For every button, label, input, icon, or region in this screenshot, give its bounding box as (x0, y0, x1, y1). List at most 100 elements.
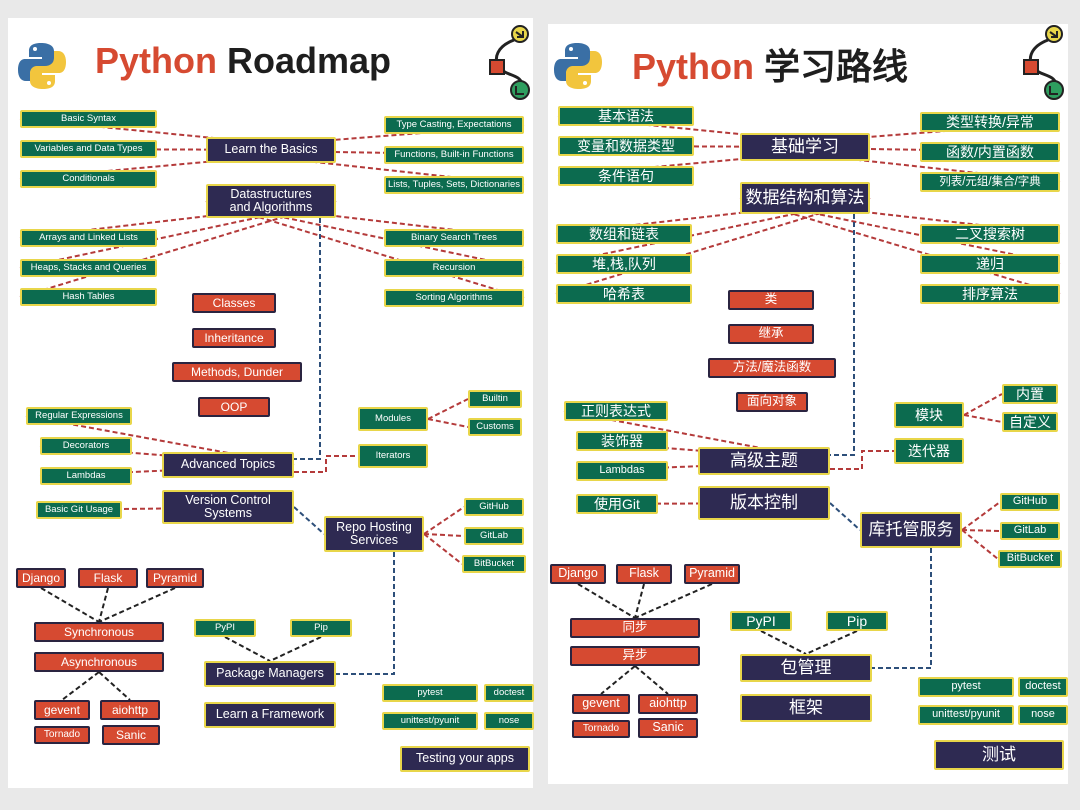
right-node-django: Django (550, 564, 606, 584)
left-node-lists: Lists, Tuples, Sets, Dictionaries (384, 176, 524, 194)
right-node-pyramid: Pyramid (684, 564, 740, 584)
title-rest: 学习路线 (764, 46, 909, 87)
right-node-hash: 哈希表 (556, 284, 692, 304)
left-node-framework: Learn a Framework (204, 702, 336, 728)
left-node-github: GitHub (464, 498, 524, 516)
left-node-basics: Learn the Basics (206, 137, 336, 163)
left-node-regex: Regular Expressions (26, 407, 132, 425)
left-node-sorting: Sorting Algorithms (384, 289, 524, 307)
right-node-heaps: 堆,栈,队列 (556, 254, 692, 274)
left-node-vcs: Version Control Systems (162, 490, 294, 524)
right-node-sync: 同步 (570, 618, 700, 638)
left-node-nose: nose (484, 712, 534, 730)
left-node-testing: Testing your apps (400, 746, 530, 772)
left-node-pyramid: Pyramid (146, 568, 204, 588)
left-node-pkg: Package Managers (204, 661, 336, 687)
right-node-pip: Pip (826, 611, 888, 631)
title-python: Python (95, 40, 217, 81)
right-node-basics: 基础学习 (740, 133, 870, 161)
left-node-gitlab: GitLab (464, 527, 524, 545)
right-node-variables: 变量和数据类型 (558, 136, 694, 156)
right-node-aiohttp: aiohttp (638, 694, 698, 714)
right-node-gevent: gevent (572, 694, 630, 714)
left-node-methods: Methods, Dunder (172, 362, 302, 382)
right-node-github: GitHub (1000, 493, 1060, 511)
right-node-doctest: doctest (1018, 677, 1068, 697)
right-node-pkg: 包管理 (740, 654, 872, 682)
left-node-sanic: Sanic (102, 725, 160, 745)
python-logo-icon (552, 40, 604, 97)
left-node-tornado: Tornado (34, 726, 90, 744)
left-node-aiohttp: aiohttp (100, 700, 160, 720)
right-node-decorators: 装饰器 (576, 431, 668, 451)
left-node-bst: Binary Search Trees (384, 229, 524, 247)
left-node-pypi: PyPI (194, 619, 256, 637)
left-node-customs: Customs (468, 418, 522, 436)
left-node-advanced: Advanced Topics (162, 452, 294, 478)
right-node-vcs: 版本控制 (698, 486, 830, 520)
left-node-pytest: pytest (382, 684, 478, 702)
left-node-repo: Repo Hosting Services (324, 516, 424, 552)
right-node-methods: 方法/魔法函数 (708, 358, 836, 378)
left-node-builtin: Builtin (468, 390, 522, 408)
left-node-conditionals: Conditionals (20, 170, 157, 188)
right-node-tornado: Tornado (572, 720, 630, 738)
right-node-lists: 列表/元组/集合/字典 (920, 172, 1060, 192)
right-node-nose: nose (1018, 705, 1068, 725)
roadmap-path-icon (1022, 24, 1066, 109)
right-node-testing: 测试 (934, 740, 1064, 770)
left-node-oop: OOP (198, 397, 270, 417)
title-rest: Roadmap (227, 40, 392, 81)
right-node-customs: 自定义 (1002, 412, 1058, 432)
right-node-functions: 函数/内置函数 (920, 142, 1060, 162)
right-node-arrays: 数组和链表 (556, 224, 692, 244)
left-page-title: Python Roadmap (95, 40, 391, 82)
right-node-flask: Flask (616, 564, 672, 584)
right-node-sanic: Sanic (638, 718, 698, 738)
right-node-bitbucket: BitBucket (998, 550, 1062, 568)
right-node-repo: 库托管服务 (860, 512, 962, 548)
right-node-bst: 二叉搜索树 (920, 224, 1060, 244)
right-node-pytest: pytest (918, 677, 1014, 697)
right-node-dsa: 数据结构和算法 (740, 182, 870, 214)
left-node-django: Django (16, 568, 66, 588)
right-node-basic-syntax: 基本语法 (558, 106, 694, 126)
left-node-recursion: Recursion (384, 259, 524, 277)
left-node-sync: Synchronous (34, 622, 164, 642)
title-python: Python (632, 46, 754, 87)
left-node-decorators: Decorators (40, 437, 132, 455)
roadmap-path-icon (488, 24, 532, 109)
left-node-classes: Classes (192, 293, 276, 313)
right-node-pypi: PyPI (730, 611, 792, 631)
left-node-functions: Functions, Built-in Functions (384, 146, 524, 164)
right-node-modules: 模块 (894, 402, 964, 428)
left-node-async: Asynchronous (34, 652, 164, 672)
left-node-bitbucket: BitBucket (462, 555, 526, 573)
left-node-modules: Modules (358, 407, 428, 431)
left-node-basic-syntax: Basic Syntax (20, 110, 157, 128)
left-node-heaps: Heaps, Stacks and Queries (20, 259, 157, 277)
right-node-oop: 面向对象 (736, 392, 808, 412)
right-node-iterators: 迭代器 (894, 438, 964, 464)
right-node-async: 异步 (570, 646, 700, 666)
right-node-classes: 类 (728, 290, 814, 310)
left-node-gevent: gevent (34, 700, 90, 720)
left-node-variables: Variables and Data Types (20, 140, 157, 158)
left-node-arrays: Arrays and Linked Lists (20, 229, 157, 247)
left-node-flask: Flask (78, 568, 138, 588)
left-node-doctest: doctest (484, 684, 534, 702)
right-node-conditionals: 条件语句 (558, 166, 694, 186)
right-node-sorting: 排序算法 (920, 284, 1060, 304)
right-node-lambdas: Lambdas (576, 461, 668, 481)
python-logo-icon (16, 40, 68, 97)
left-node-pip: Pip (290, 619, 352, 637)
right-node-inheritance: 继承 (728, 324, 814, 344)
left-node-git-usage: Basic Git Usage (36, 501, 122, 519)
right-node-gitlab: GitLab (1000, 522, 1060, 540)
right-node-advanced: 高级主题 (698, 447, 830, 475)
right-node-unittest: unittest/pyunit (918, 705, 1014, 725)
left-node-inheritance: Inheritance (192, 328, 276, 348)
right-page-title: Python 学习路线 (632, 38, 908, 90)
right-node-builtin: 内置 (1002, 384, 1058, 404)
right-node-recursion: 递归 (920, 254, 1060, 274)
